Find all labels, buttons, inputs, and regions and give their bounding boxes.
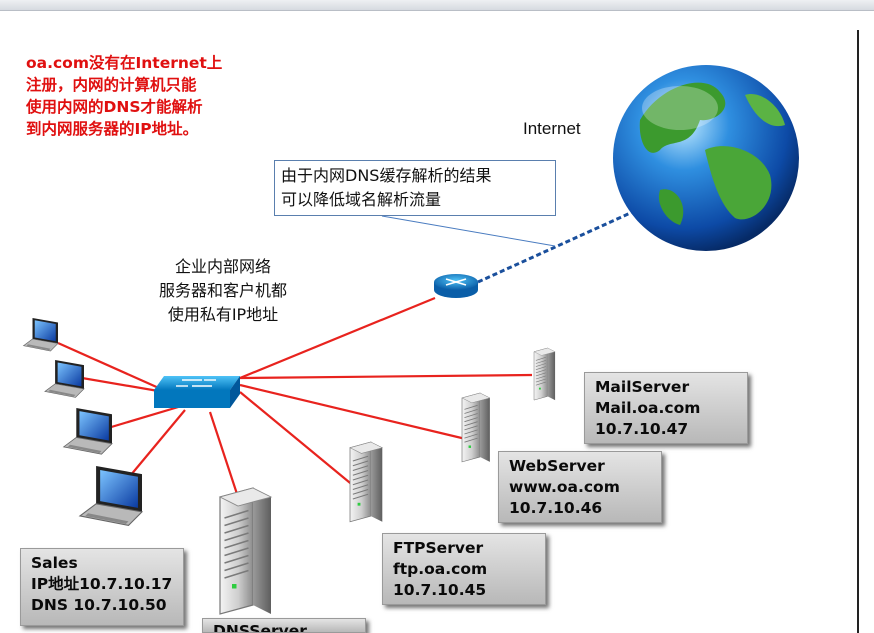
server-icon	[349, 441, 383, 523]
laptop-icon	[79, 465, 143, 527]
mail-server-ip: 10.7.10.47	[595, 420, 689, 438]
callout-pointer	[381, 215, 556, 247]
mail-server-name: MailServer	[595, 378, 690, 396]
ftp-server-name: FTPServer	[393, 539, 484, 557]
laptop-icon	[44, 359, 85, 398]
right-border-line	[857, 30, 859, 633]
switch-icon	[154, 376, 240, 408]
web-server-ip: 10.7.10.46	[509, 499, 603, 517]
mail-server-host: Mail.oa.com	[595, 399, 701, 417]
ftp-server-host: ftp.oa.com	[393, 560, 488, 578]
web-server-name: WebServer	[509, 457, 605, 475]
wan-link	[477, 203, 649, 284]
dns-server-box: DNSServer	[202, 618, 366, 633]
ftp-server-box: FTPServer ftp.oa.com 10.7.10.45	[382, 533, 546, 605]
sales-name: Sales	[31, 554, 78, 572]
dns-note: oa.com没有在Internet上 注册，内网的计算机只能 使用内网的DNS才…	[26, 54, 223, 138]
laptop-icon	[63, 407, 113, 455]
laptop-icon	[23, 317, 59, 352]
window-top-edge	[0, 0, 874, 11]
router-icon	[434, 274, 478, 298]
dns-cache-callout: 由于内网DNS缓存解析的结果 可以降低域名解析流量	[274, 160, 556, 216]
server-icon	[533, 347, 556, 401]
mail-server-box: MailServer Mail.oa.com 10.7.10.47	[584, 372, 748, 444]
globe-icon	[613, 65, 799, 251]
lan-links	[57, 296, 533, 498]
sales-dns: DNS 10.7.10.50	[31, 596, 167, 614]
web-server-host: www.oa.com	[509, 478, 620, 496]
server-icon	[219, 487, 272, 615]
dns-server-name: DNSServer	[213, 622, 307, 633]
ftp-server-ip: 10.7.10.45	[393, 581, 487, 599]
internet-label: Internet	[523, 119, 581, 138]
sales-ip: IP地址10.7.10.17	[31, 575, 173, 593]
sales-client-box: Sales IP地址10.7.10.17 DNS 10.7.10.50	[20, 548, 184, 626]
web-server-box: WebServer www.oa.com 10.7.10.46	[498, 451, 662, 523]
internal-network-label: 企业内部网络 服务器和客户机都 使用私有IP地址	[158, 257, 287, 324]
server-icon	[461, 392, 491, 463]
